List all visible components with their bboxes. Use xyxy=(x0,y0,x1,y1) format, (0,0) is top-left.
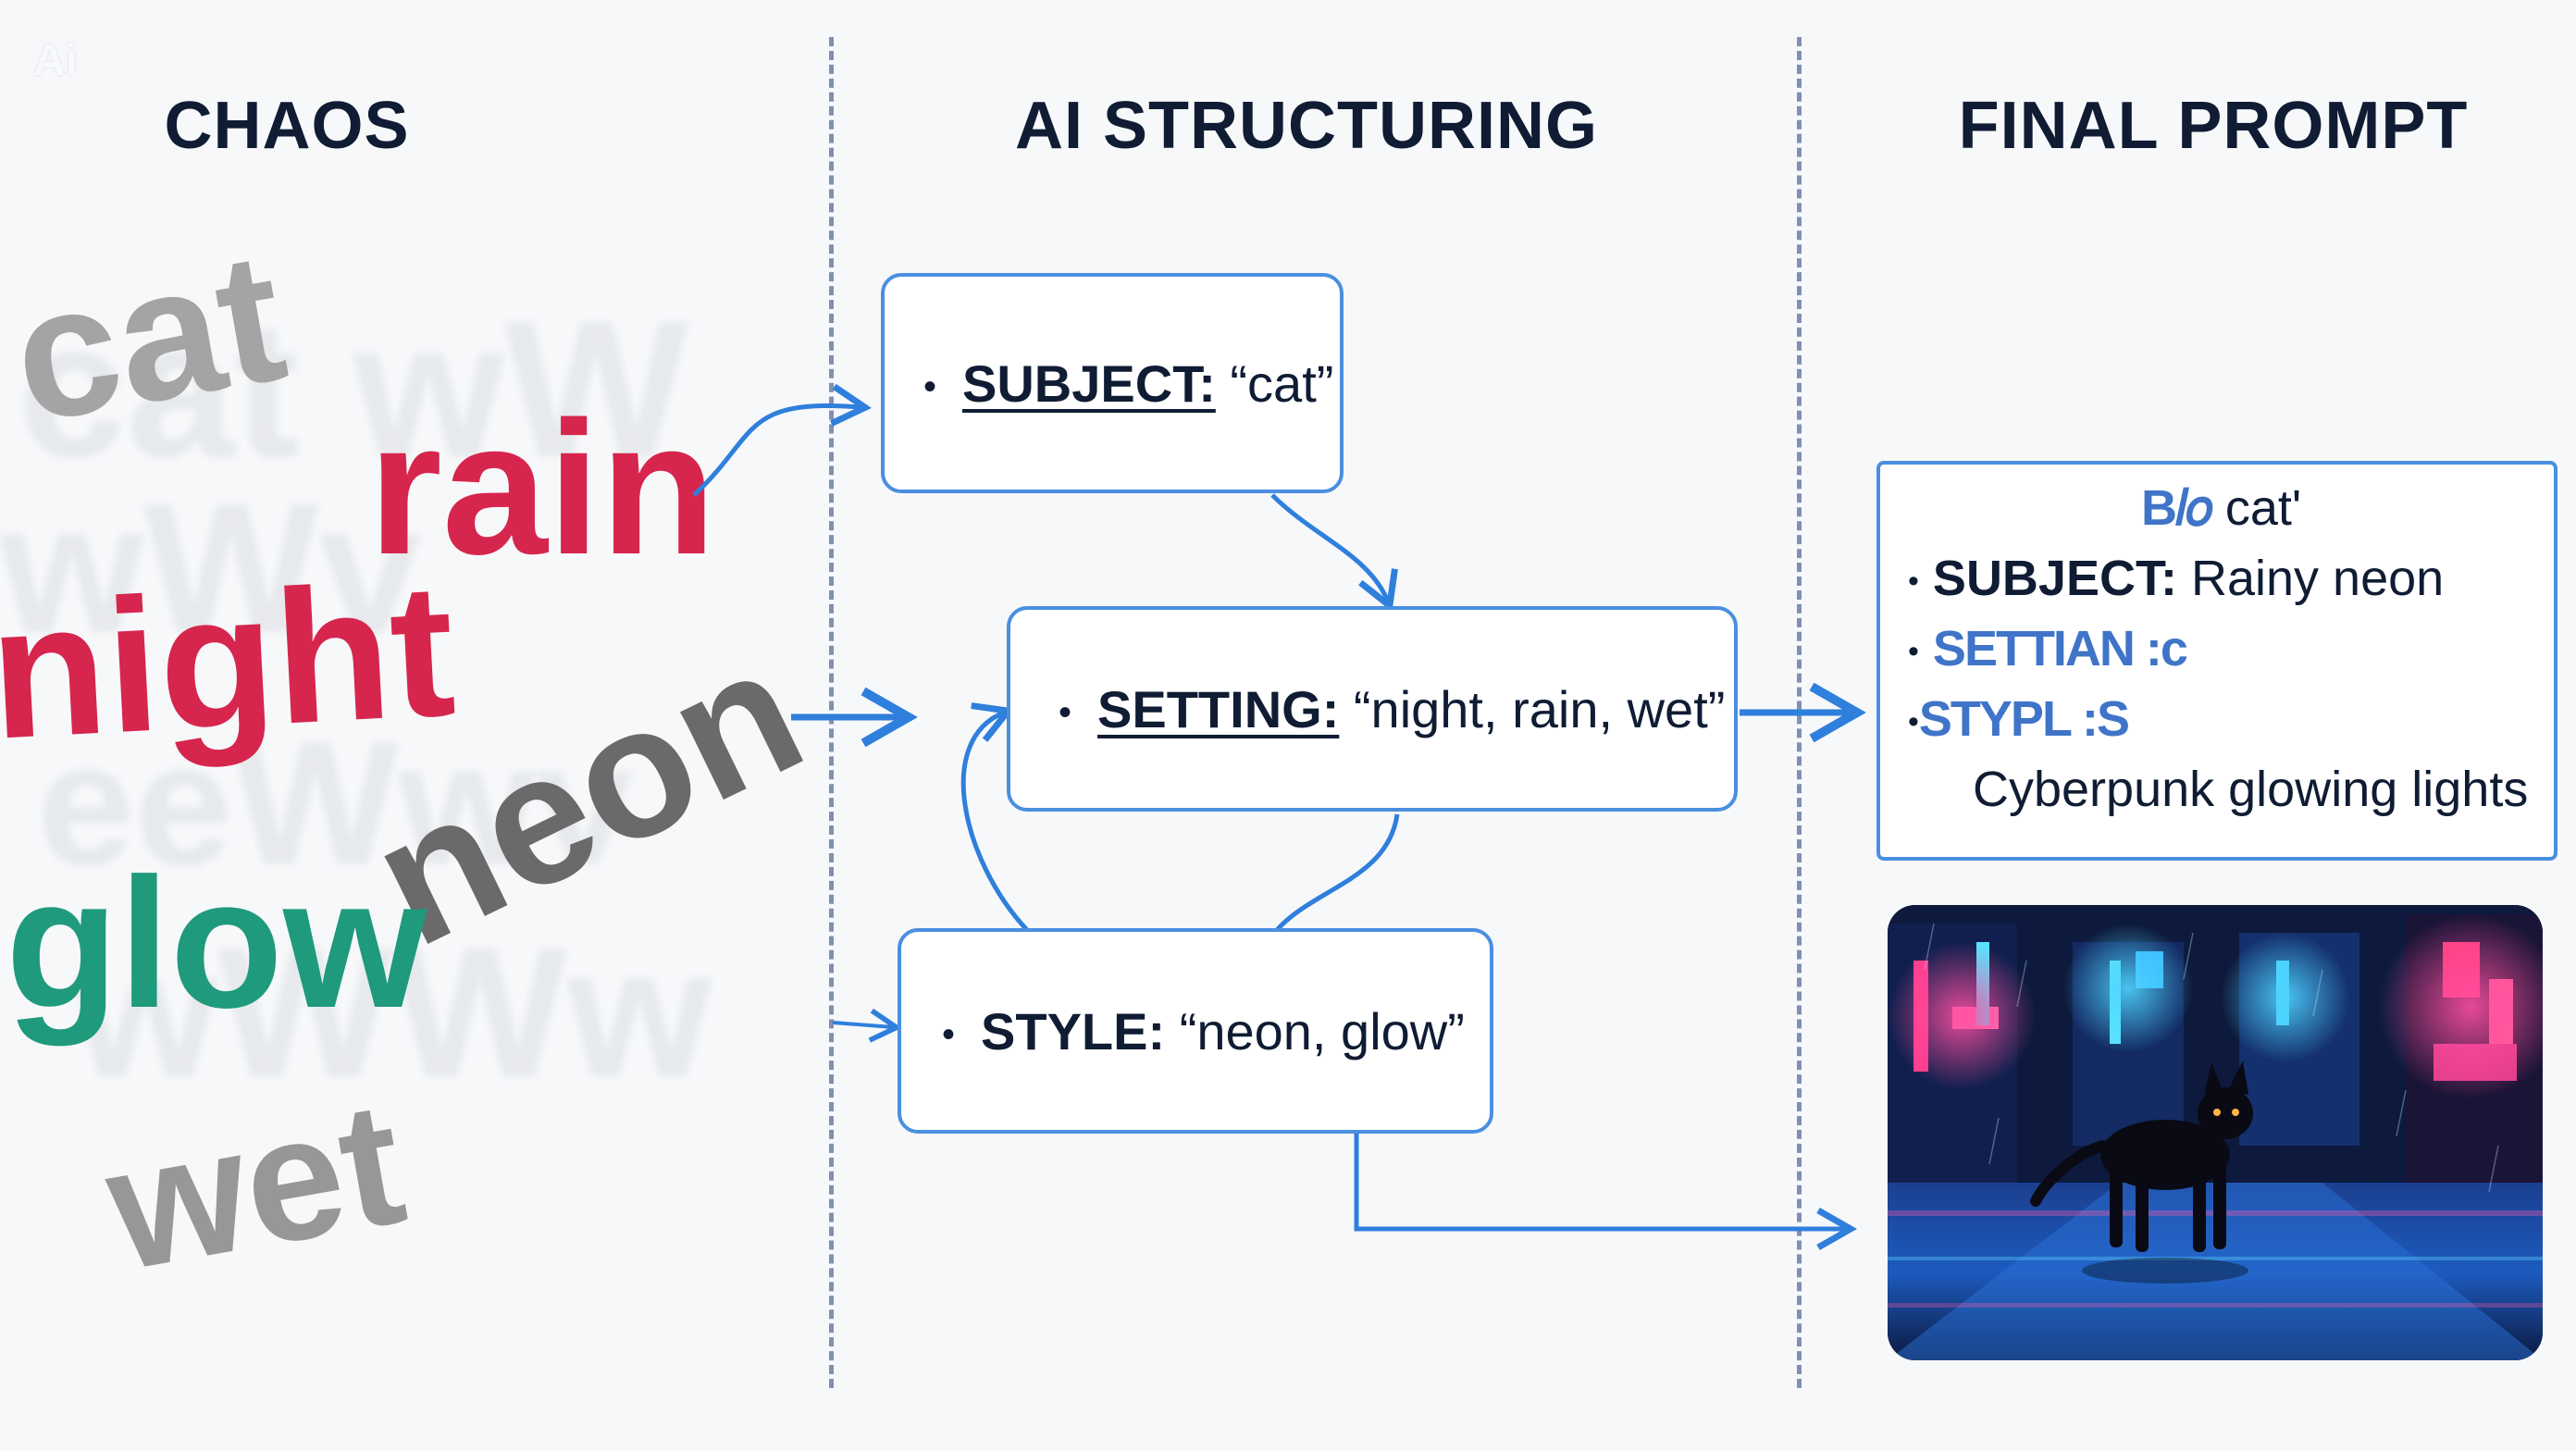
column-title-ai-structuring: AI STRUCTURING xyxy=(1015,89,1598,163)
final-setting-glitch: SETTIAN :c xyxy=(1932,621,2188,676)
final-title-glitch: B𝑙𝑜 xyxy=(2141,480,2213,536)
arrow-setting-to-style xyxy=(1275,813,1400,932)
arrow-subject-to-setting xyxy=(1270,493,1398,613)
final-setting-line: • SETTIAN :c xyxy=(1908,620,2188,677)
final-subject-key: SUBJECT: xyxy=(1932,551,2177,606)
cat-neon-street-illustration xyxy=(1888,905,2543,1360)
subject-box-text: •SUBJECT: “cat” xyxy=(923,353,1334,413)
setting-key: SETTING: xyxy=(1097,679,1340,738)
subject-key: SUBJECT: xyxy=(962,353,1216,413)
watermark-logo: Ai xyxy=(33,36,78,85)
final-style-value: Cyberpunk glowing lights xyxy=(1973,762,2529,817)
final-prompt-box: B𝑙𝑜 cat' • SUBJECT: Rainy neon • SETTIAN… xyxy=(1876,461,2557,861)
style-box-text: •STYLE: “neon, glow” xyxy=(942,1001,1465,1060)
chaos-word-glow: glow xyxy=(6,840,427,1047)
subject-value: “cat” xyxy=(1230,353,1334,413)
style-value: “neon, glow” xyxy=(1179,1001,1465,1060)
subject-box: •SUBJECT: “cat” xyxy=(881,273,1344,493)
cat-silhouette xyxy=(2030,1060,2253,1252)
style-box: •STYLE: “neon, glow” xyxy=(898,928,1493,1134)
arrow-style-to-setting xyxy=(960,702,1029,932)
ghost-text: wWv xyxy=(0,465,422,672)
arrow-chaos-to-subject xyxy=(692,383,873,497)
final-prompt-title: B𝑙𝑜 cat' xyxy=(2141,479,2301,538)
column-title-final-prompt: FINAL PROMPT xyxy=(1958,89,2469,163)
bullet: • xyxy=(1908,704,1919,740)
setting-value: “night, rain, wet” xyxy=(1353,679,1726,738)
bullet: • xyxy=(1908,634,1919,670)
chaos-word-rain: rain xyxy=(368,382,716,594)
final-title-text: cat' xyxy=(2224,480,2302,536)
setting-box-text: •SETTING: “night, rain, wet” xyxy=(1059,679,1726,738)
ghost-text: wWWw xyxy=(74,910,712,1116)
ghost-text: eeWwv xyxy=(37,706,634,902)
generated-cat-image xyxy=(1888,905,2543,1360)
final-style-glitch: STYPL :S xyxy=(1918,691,2130,747)
final-style-line: •STYPL :S xyxy=(1908,690,2130,748)
ghost-text: cat wW xyxy=(19,280,688,498)
column-title-chaos: CHAOS xyxy=(164,89,410,163)
column-divider-left xyxy=(829,37,834,1388)
setting-box: •SETTING: “night, rain, wet” xyxy=(1007,606,1738,812)
arrow-chaos-to-style xyxy=(832,1008,902,1043)
bullet: • xyxy=(1908,564,1919,600)
arrow-style-to-image xyxy=(1354,1131,1858,1251)
final-subject-line: • SUBJECT: Rainy neon xyxy=(1908,550,2444,607)
style-key: STYLE: xyxy=(981,1001,1166,1060)
final-subject-value: Rainy neon xyxy=(2190,551,2445,606)
